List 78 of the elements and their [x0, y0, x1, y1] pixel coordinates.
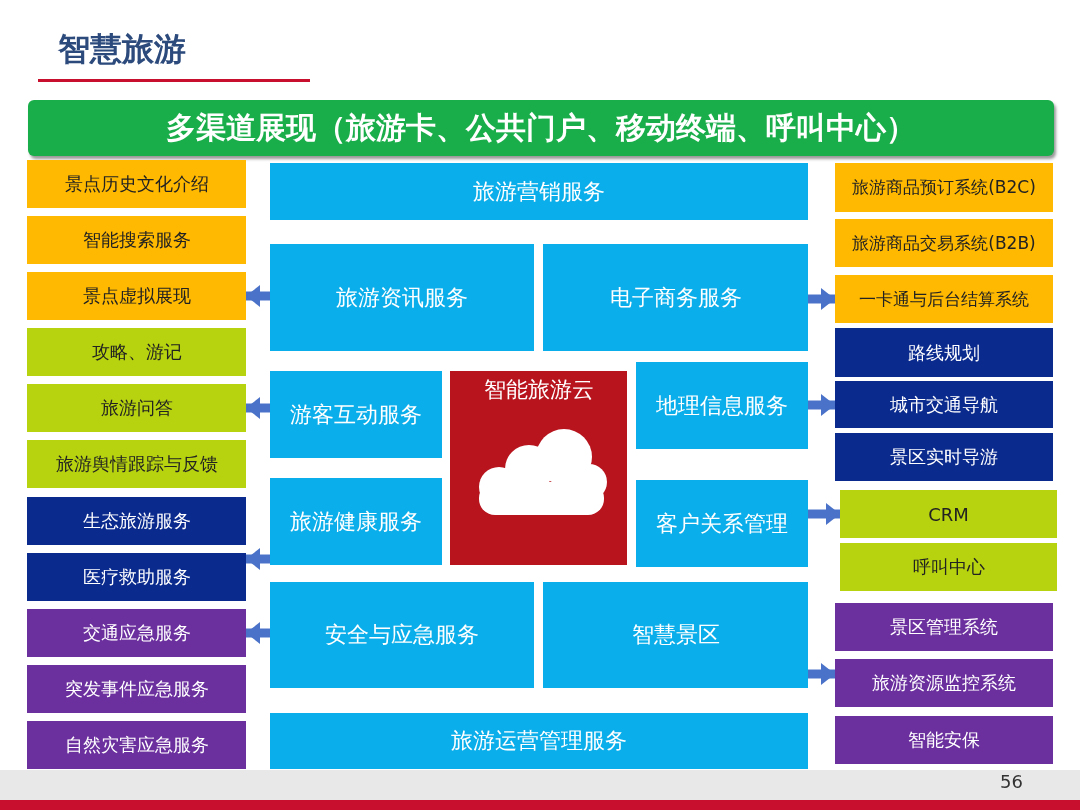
service-box: [270, 163, 808, 220]
service-box: [835, 659, 1053, 707]
service-box: [27, 609, 246, 657]
box-label: 旅游问答: [100, 396, 173, 420]
service-box: [840, 543, 1057, 591]
box-label: 安全与应急服务: [325, 621, 479, 649]
service-box: [835, 716, 1053, 764]
service-box: [27, 553, 246, 601]
box-label: 突发事件应急服务: [64, 677, 209, 701]
box-label: 电子商务服务: [609, 283, 742, 312]
box-label: 旅游营销服务: [473, 177, 605, 206]
box-label: 旅游资源监控系统: [872, 671, 1016, 695]
service-box: [27, 384, 246, 432]
box-label: 呼叫中心: [912, 555, 985, 579]
service-box: [27, 272, 246, 320]
box-label: 城市交通导航: [890, 392, 998, 417]
service-box: [27, 497, 246, 545]
box-label: 智能旅游云: [483, 376, 594, 404]
box-label: 旅游商品交易系统(B2B): [852, 231, 1036, 255]
box-label: 旅游舆情跟踪与反馈: [55, 452, 218, 476]
box-label: 智能安保: [908, 728, 980, 752]
arrow: [246, 397, 270, 419]
service-box: [270, 713, 808, 769]
service-box: [270, 582, 534, 688]
arrow: [808, 663, 835, 685]
arrow: [246, 285, 270, 307]
box-label: 景区管理系统: [890, 615, 998, 639]
service-box: [270, 371, 442, 458]
arrow: [808, 288, 835, 310]
box-label: 交通应急服务: [82, 621, 191, 645]
banner-heading: 多渠道展现（旅游卡、公共门户、移动终端、呼叫中心）: [166, 108, 916, 147]
box-label: 生态旅游服务: [82, 509, 191, 533]
box-label: 旅游健康服务: [290, 507, 422, 536]
service-box: [835, 603, 1053, 651]
service-box: [835, 381, 1053, 428]
page-number: 56: [1000, 771, 1023, 792]
banner: [28, 100, 1054, 156]
service-box: [835, 275, 1053, 323]
service-box: [835, 163, 1053, 212]
service-box: [27, 216, 246, 264]
service-box: [270, 478, 442, 565]
box-label: 旅游资讯服务: [336, 283, 468, 312]
box-label: 游客互动服务: [290, 400, 422, 429]
service-box: [27, 328, 246, 376]
service-box: [27, 160, 246, 208]
box-label: 旅游商品预订系统(B2C): [852, 176, 1036, 199]
cloud-panel: [450, 371, 627, 565]
service-box: [835, 328, 1053, 377]
box-label: CRM: [928, 503, 969, 525]
box-label: 一卡通与后台结算系统: [859, 287, 1029, 311]
box-label: 景点虚拟展现: [82, 284, 191, 308]
arrow: [808, 503, 840, 525]
arrow: [808, 394, 835, 416]
box-label: 路线规划: [908, 340, 980, 365]
box-label: 智能搜索服务: [82, 228, 191, 252]
service-box: [27, 440, 246, 488]
service-box: [543, 244, 808, 351]
box-label: 景点历史文化介绍: [64, 172, 209, 196]
service-box: [27, 665, 246, 713]
box-label: 攻略、游记: [91, 340, 182, 364]
service-box: [840, 490, 1057, 538]
box-label: 客户关系管理: [656, 509, 788, 538]
service-box: [543, 582, 808, 688]
service-box: [270, 244, 534, 351]
service-box: [636, 480, 808, 567]
box-label: 地理信息服务: [656, 391, 788, 420]
service-box: [636, 362, 808, 449]
arrow: [246, 622, 270, 644]
box-label: 智慧景区: [631, 621, 720, 649]
arrow: [246, 548, 270, 570]
box-label: 景区实时导游: [890, 445, 998, 469]
service-box: [835, 219, 1053, 267]
box-label: 医疗救助服务: [82, 565, 191, 589]
title: 智慧旅游: [58, 29, 186, 70]
box-label: 自然灾害应急服务: [64, 733, 209, 757]
box-label: 旅游运营管理服务: [451, 727, 627, 755]
service-box: [835, 433, 1053, 481]
service-box: [27, 721, 246, 769]
